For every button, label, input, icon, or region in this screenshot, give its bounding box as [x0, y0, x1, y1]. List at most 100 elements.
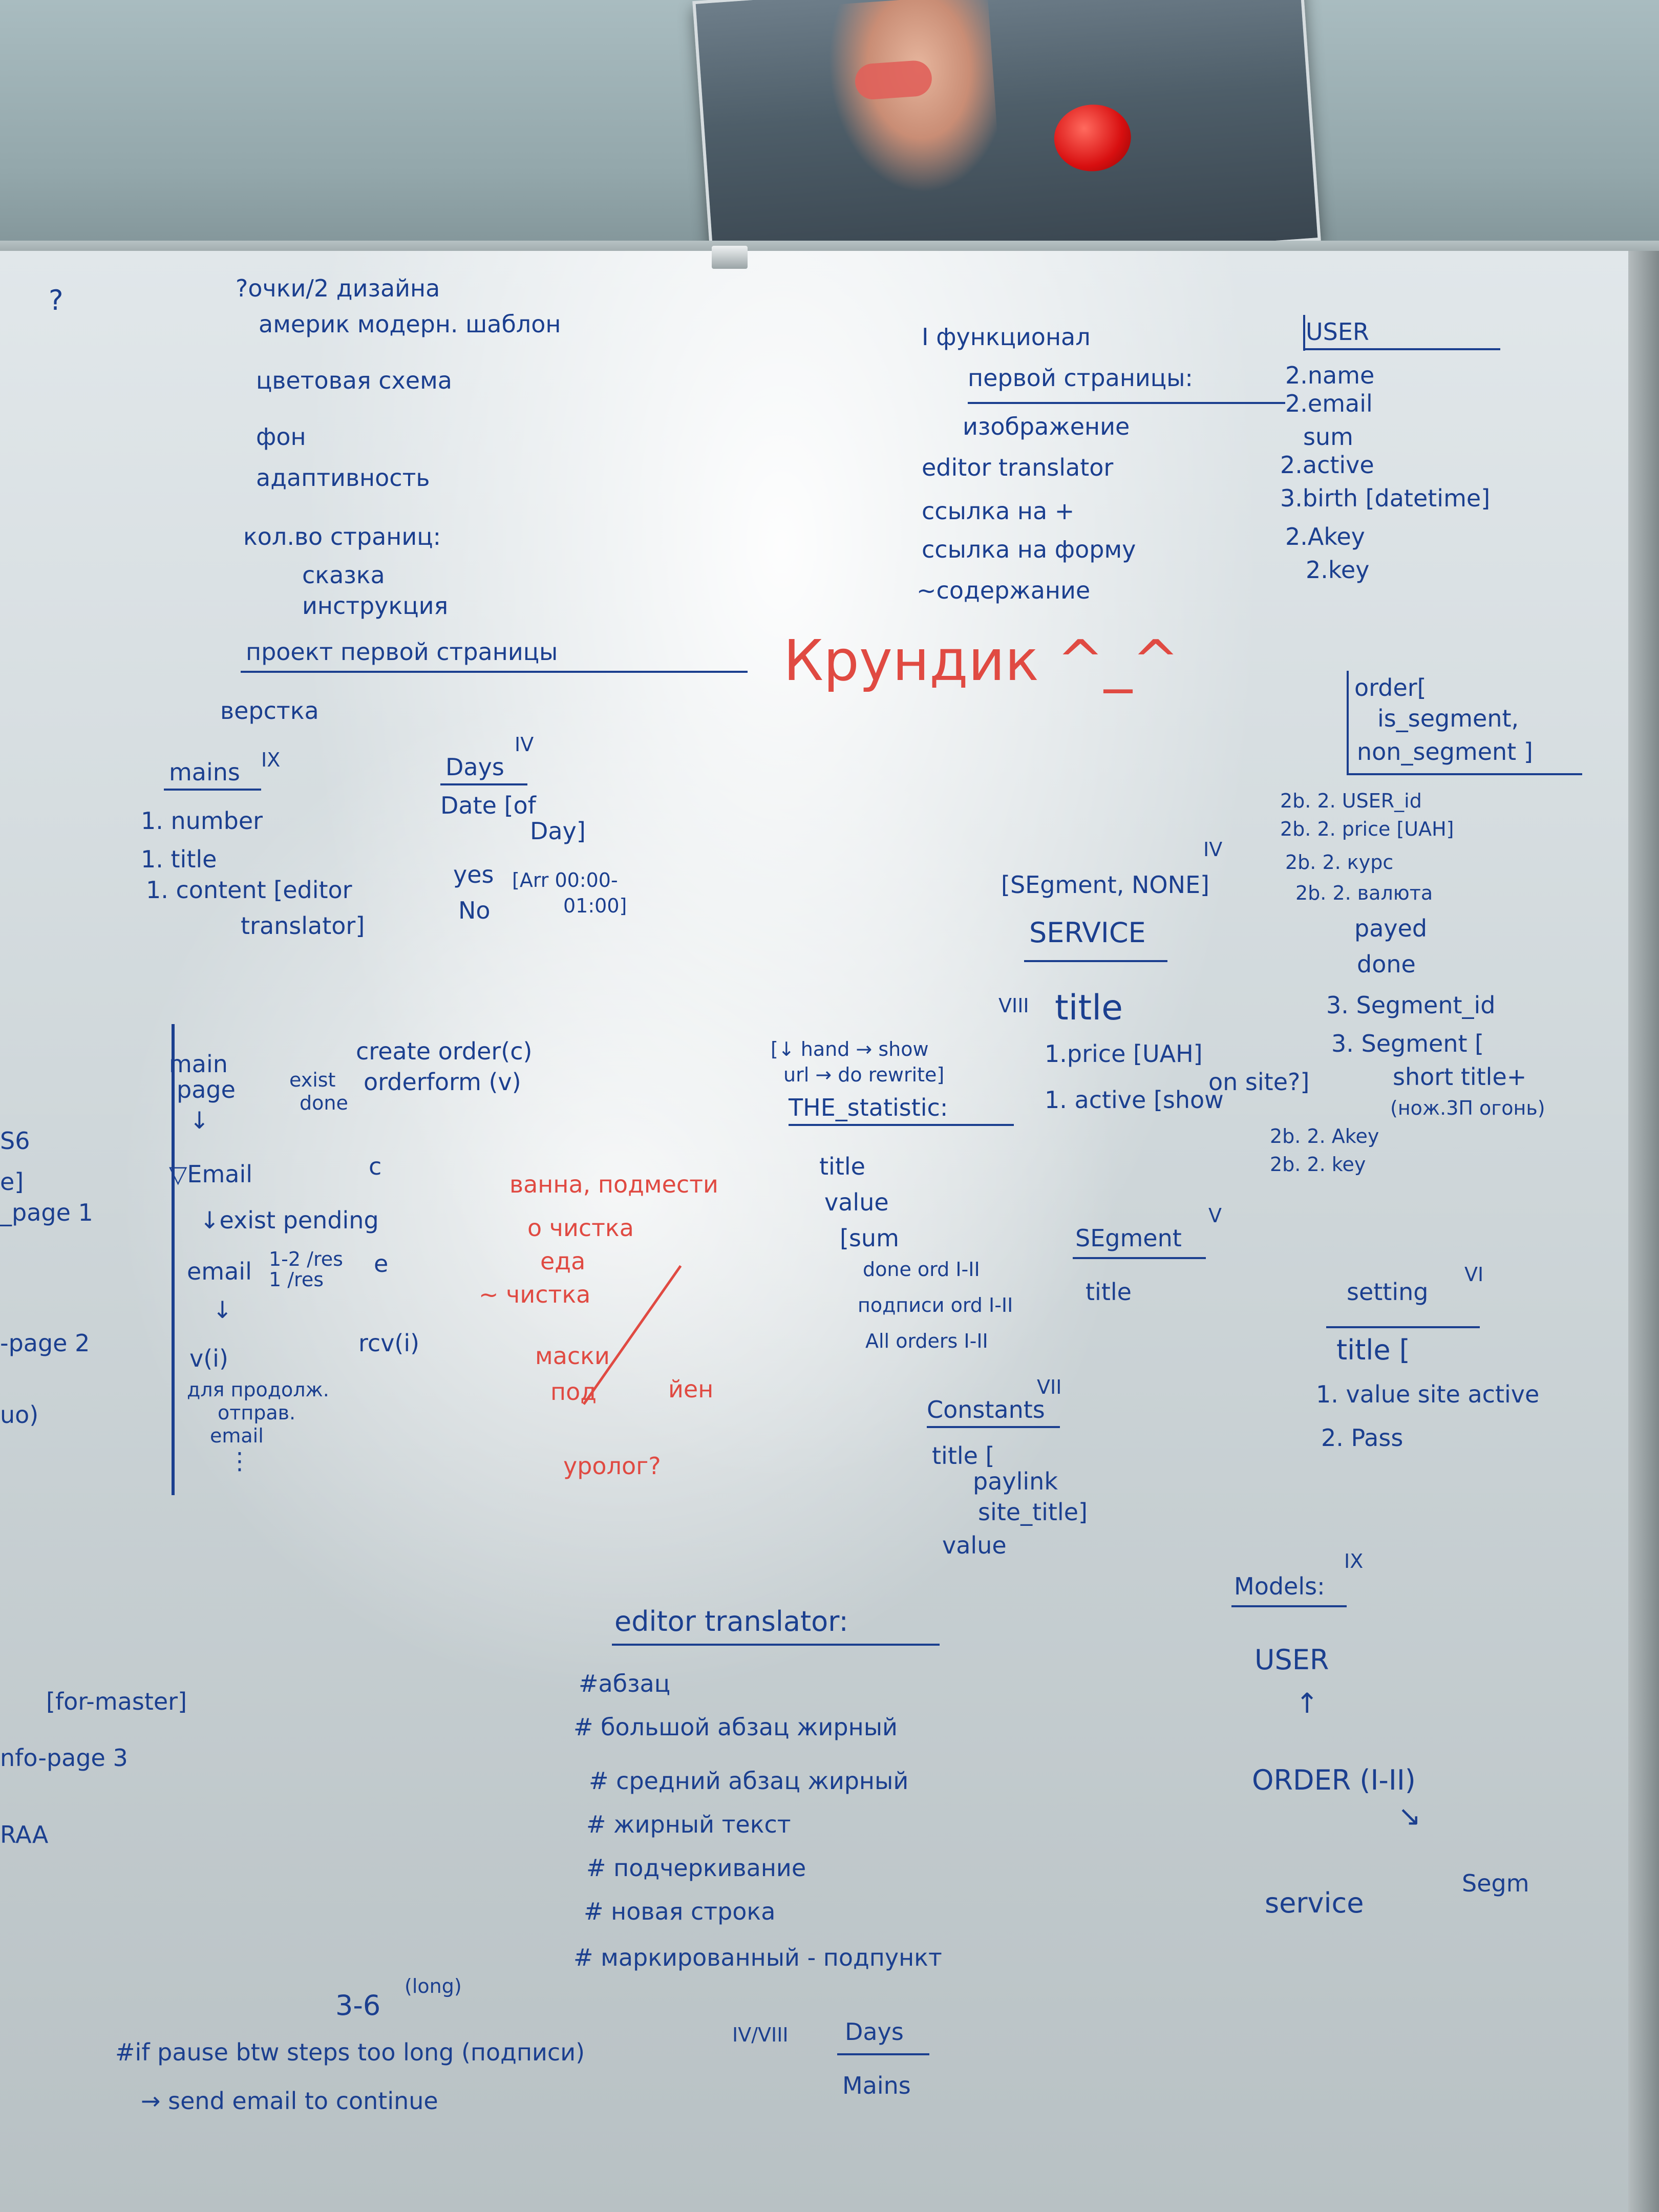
left-item-3: цветовая схема: [256, 367, 452, 394]
flow-res-2: 1 /res: [269, 1268, 324, 1291]
stat-field-1: title: [819, 1153, 865, 1180]
left-item-4: фон: [256, 423, 306, 451]
order-field-4: 2b. 2. валюта: [1295, 882, 1433, 904]
left-item-1: ?очки/2 дизайна: [236, 274, 440, 302]
underline: [1024, 960, 1167, 962]
flow-create-order: create order(c): [356, 1037, 533, 1065]
setting-title: setting: [1347, 1278, 1429, 1306]
order-title: order[: [1354, 674, 1427, 701]
order-field-9: short title+: [1393, 1063, 1527, 1091]
center-item-2: editor translator: [922, 454, 1114, 481]
underline: [1073, 1257, 1206, 1259]
days-sup: IV: [515, 733, 534, 756]
arrow-down-icon: ↓: [212, 1296, 232, 1324]
underline: [1303, 348, 1500, 350]
functional-heading: I функционал: [922, 323, 1091, 351]
flow-e: e: [374, 1250, 389, 1278]
stat-field-2: value: [824, 1188, 889, 1216]
order-field-1: 2b. 2. USER_id: [1280, 790, 1422, 812]
left-item-9: проект первой страницы: [246, 638, 558, 666]
left-item-2: америк модерн. шаблон: [259, 310, 561, 338]
user-field-4: 2.active: [1280, 451, 1374, 479]
mains-field-1: 1. number: [141, 807, 263, 835]
days-no: No: [458, 897, 491, 924]
constants-field-2: paylink: [973, 1467, 1058, 1495]
order-field-2: 2b. 2. price [UAH]: [1280, 818, 1454, 840]
center-item-1: изображение: [963, 413, 1130, 440]
order-field-3: 2b. 2. курс: [1285, 851, 1394, 874]
red-note-7: йен: [668, 1375, 714, 1403]
flow-cont-1: для продолж.: [187, 1378, 329, 1401]
arrow-down-icon: ↓: [189, 1107, 209, 1134]
flow-cont-2: отправ.: [218, 1401, 296, 1424]
service-segment: [SEgment, NONE]: [1001, 871, 1209, 899]
edge-text-7: nfo-page 3: [0, 1744, 128, 1772]
photo-swimsuit: [854, 59, 933, 101]
stat-url: url → do rewrite]: [783, 1064, 945, 1086]
editor-line-3: # средний абзац жирный: [589, 1767, 909, 1795]
photo-person: [824, 0, 1002, 200]
segment-field: title: [1086, 1278, 1132, 1306]
red-note-4: ~ чистка: [479, 1281, 591, 1308]
days-yes: yes: [453, 861, 494, 888]
bottom-roman: IV/VIII: [732, 2024, 789, 2046]
service-field-active: 1. active [show: [1045, 1086, 1224, 1114]
flow-email: ▽Email: [169, 1160, 252, 1188]
order-field-8: 3. Segment [: [1331, 1030, 1484, 1057]
stat-field-6: All orders I-II: [865, 1330, 988, 1352]
service-segment-sup: IV: [1203, 838, 1223, 861]
flow-dots: ⋮: [228, 1447, 251, 1475]
underline: [440, 783, 527, 785]
flow-exist-pending: ↓exist pending: [200, 1206, 379, 1234]
constants-title: Constants: [927, 1396, 1045, 1423]
stat-title: THE_statistic:: [789, 1094, 948, 1121]
edge-text-6: [for-master]: [46, 1688, 187, 1715]
stat-field-3: [sum: [840, 1224, 899, 1252]
editor-line-6: # новая строка: [584, 1898, 776, 1925]
models-segm: Segm: [1462, 1869, 1529, 1897]
whiteboard: [0, 251, 1628, 2212]
left-item-7: сказка: [302, 561, 385, 589]
user-field-2: 2.email: [1285, 390, 1373, 417]
stat-hand: [↓ hand → show: [771, 1038, 929, 1060]
editor-line-2: # большой абзац жирный: [573, 1713, 898, 1741]
title-red: Крундик ^_^: [783, 628, 1180, 693]
edge-text-5: uo): [0, 1401, 39, 1429]
user-title: USER: [1306, 318, 1369, 346]
underline: [837, 2053, 929, 2055]
arrow-up-icon: ↑: [1295, 1687, 1319, 1719]
segment-sup: V: [1208, 1204, 1222, 1227]
center-item-5: ~содержание: [917, 577, 1091, 604]
bottom-range: 3-6: [335, 1989, 381, 2022]
mains-field-4: translator]: [241, 912, 365, 940]
edge-text-2: e]: [0, 1168, 24, 1196]
days-date-2: Day]: [530, 817, 586, 845]
red-note-2: о чистка: [527, 1214, 634, 1242]
edge-text-1: S6: [0, 1127, 30, 1155]
service-field-price: 1.price [UAH]: [1045, 1040, 1203, 1068]
editor-title: editor translator:: [614, 1605, 848, 1637]
bracket: [1303, 315, 1305, 351]
flow-res-1: 1-2 /res: [269, 1248, 343, 1270]
service-title: SERVICE: [1029, 917, 1146, 949]
arrow-diagonal-icon: ↘: [1398, 1800, 1421, 1832]
mains-sup: IX: [261, 749, 281, 771]
red-note-6: под: [550, 1378, 597, 1406]
bottom-mains: Mains: [842, 2072, 911, 2099]
order-field-7: 3. Segment_id: [1326, 991, 1496, 1019]
order-field-11: 2b. 2. Akey: [1270, 1125, 1379, 1147]
photo-red-ball: [1052, 102, 1134, 174]
stat-field-5: подписи ord I-II: [858, 1294, 1013, 1316]
underline: [927, 1426, 1060, 1428]
order-line-2: is_segment,: [1377, 705, 1519, 732]
red-note-3: еда: [540, 1247, 586, 1275]
days-arr-2: 01:00]: [563, 895, 627, 917]
flow-exist: exist: [289, 1069, 336, 1091]
order-field-6: done: [1357, 950, 1416, 978]
models-title: Models:: [1234, 1572, 1325, 1600]
models-user: USER: [1254, 1644, 1329, 1676]
red-note-1: ванна, подмести: [509, 1171, 718, 1198]
magnet-icon: [712, 246, 748, 269]
mains-field-3: 1. content [editor: [146, 876, 352, 904]
order-box-bottom: [1347, 773, 1582, 775]
